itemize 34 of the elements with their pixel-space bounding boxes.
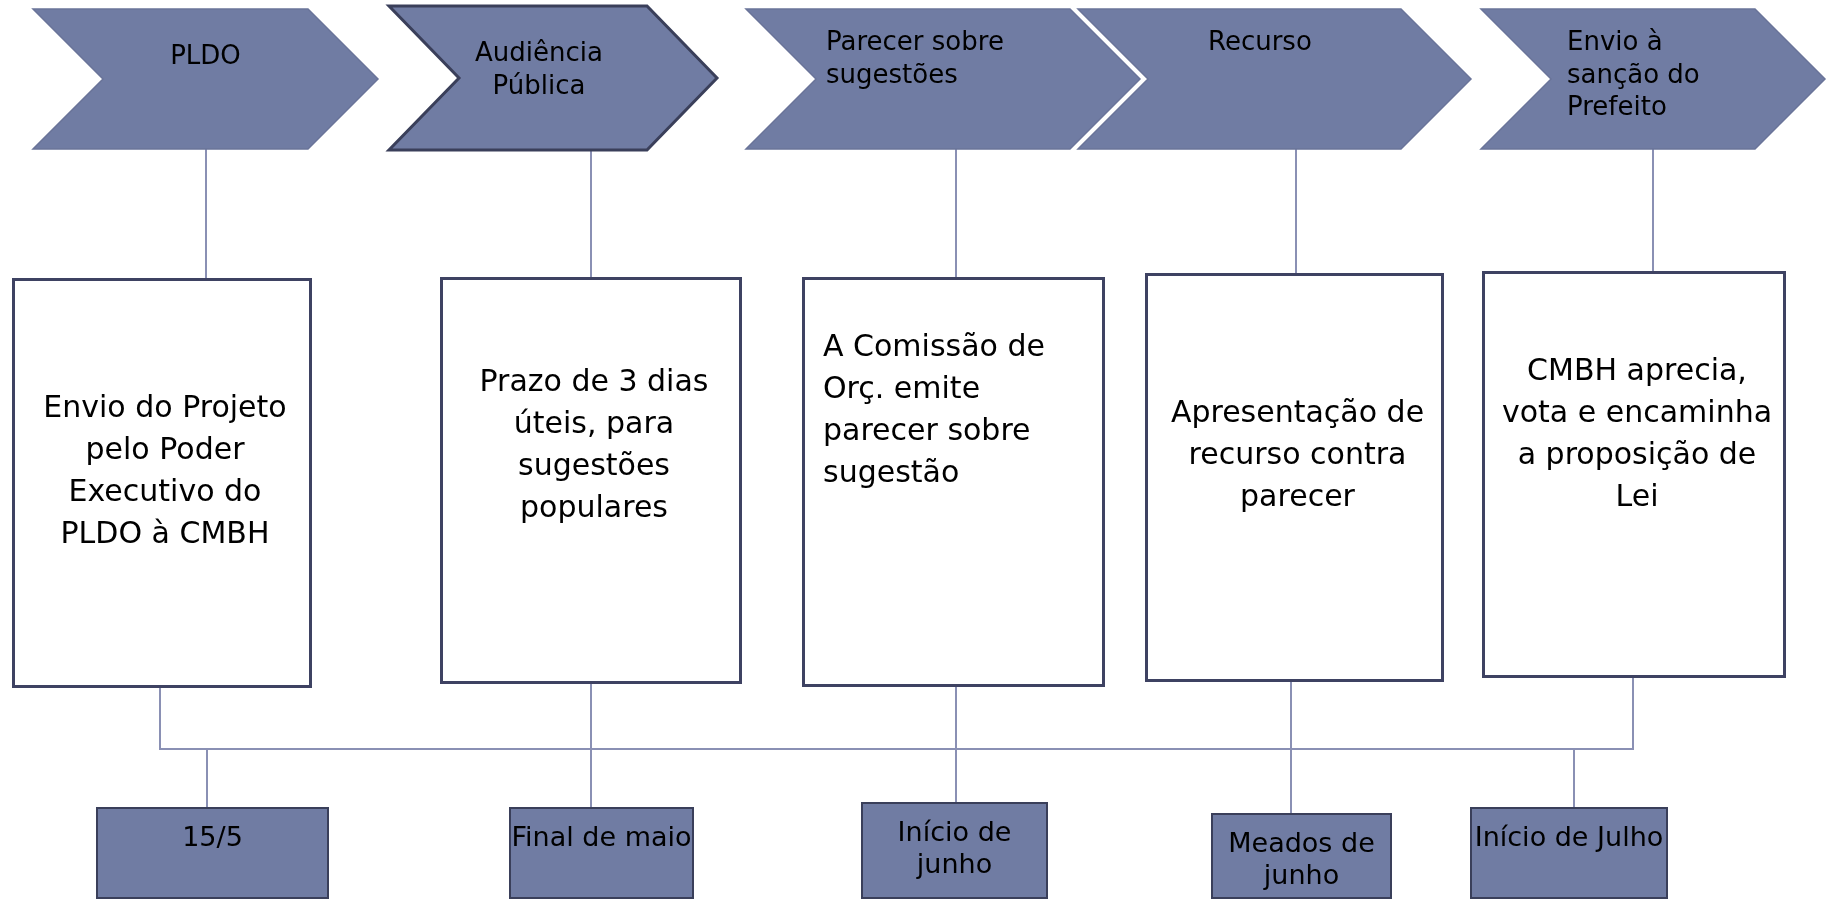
description-text: Apresentação de recurso contra parecer — [1169, 393, 1426, 515]
description-text: Prazo de 3 dias úteis, para sugestões populares — [478, 362, 710, 526]
description-box — [1145, 273, 1444, 682]
description-box — [440, 277, 742, 684]
date-text: Início de Julho — [1473, 821, 1665, 854]
step-title: Recurso — [1208, 25, 1313, 58]
date-box — [861, 802, 1048, 899]
date-box — [1470, 807, 1668, 899]
connector-line — [1573, 677, 1634, 808]
date-box — [96, 807, 329, 899]
step-title: Audiência Pública — [474, 36, 604, 101]
connector-line — [955, 148, 957, 278]
description-text: A Comissão de Orç. emite parecer sobre sugestão — [823, 327, 1046, 491]
connector-line — [1652, 148, 1654, 272]
description-text: CMBH aprecia, vota e encaminha a proposição de Lei — [1500, 351, 1774, 515]
connector-line — [590, 683, 592, 808]
description-box — [1482, 271, 1786, 678]
connector-line — [1290, 681, 1292, 814]
date-text: Final de maio — [511, 821, 692, 854]
date-text: Início de junho — [896, 816, 1013, 881]
connector-line — [159, 687, 208, 808]
connector-line — [205, 148, 207, 279]
step-title: PLDO — [169, 39, 242, 72]
step-title: Envio à sanção do Prefeito — [1567, 25, 1701, 123]
connector-line — [955, 686, 957, 803]
description-text: Envio do Projeto pelo Poder Executivo do PLDO à CMBH — [42, 388, 288, 552]
date-box — [1211, 813, 1392, 899]
description-box — [802, 277, 1105, 687]
connector-line — [1295, 148, 1297, 274]
date-text: Meados de junho — [1227, 827, 1376, 892]
date-box — [509, 807, 694, 899]
date-text: 15/5 — [181, 821, 244, 854]
step-title: Parecer sobre sugestões — [826, 25, 1005, 90]
description-box — [12, 278, 312, 688]
